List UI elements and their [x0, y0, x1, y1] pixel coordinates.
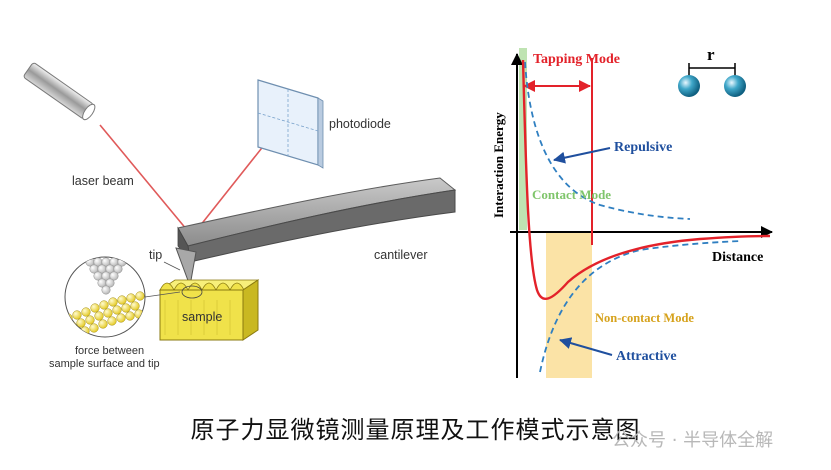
atom-right	[724, 75, 746, 97]
repulsive-curve	[524, 61, 691, 220]
force-label-line1: force between	[75, 345, 144, 357]
repulsive-label: Repulsive	[614, 140, 672, 155]
afm-schematic: photodiode laser beam tip cantilever sam…	[23, 62, 457, 370]
attractive-pointer	[559, 337, 613, 356]
laser-incident-beam	[99, 124, 193, 237]
tapping-mode-label: Tapping Mode	[533, 52, 620, 67]
noncontact-mode-band	[546, 232, 592, 378]
contact-mode-band	[519, 48, 527, 230]
contact-mode-label: Contact Mode	[532, 187, 611, 202]
atom-pair-inset: r	[678, 45, 746, 97]
atom-left	[678, 75, 700, 97]
watermark: 公众号 · 半导体全解	[612, 430, 774, 451]
y-axis-label: Interaction Energy	[491, 112, 506, 218]
cantilever	[177, 177, 457, 264]
laser-beam-label: laser beam	[72, 174, 134, 188]
attractive-curve	[539, 240, 741, 373]
separation-r-label: r	[707, 45, 715, 64]
figure-caption: 原子力显微镜测量原理及工作模式示意图	[190, 416, 641, 444]
repulsive-pointer	[553, 147, 611, 164]
photodiode	[257, 79, 324, 169]
photodiode-label: photodiode	[329, 117, 391, 131]
interaction-energy-curve	[521, 59, 771, 300]
sample-block	[158, 279, 260, 341]
tip-label: tip	[149, 248, 162, 262]
x-axis-label: Distance	[712, 250, 763, 265]
laser-emitter	[23, 62, 96, 121]
attractive-label: Attractive	[616, 349, 677, 364]
noncontact-mode-label: Non-contact Mode	[595, 311, 694, 325]
interaction-energy-plot: Interaction Energy Distance Tapping Mode…	[491, 45, 773, 378]
force-label-line2: sample surface and tip	[49, 358, 160, 370]
sample-label: sample	[182, 310, 222, 324]
zoom-inset	[64, 256, 181, 338]
contact-region-marker	[181, 285, 203, 299]
cantilever-label: cantilever	[374, 248, 428, 262]
afm-tip	[175, 247, 197, 288]
